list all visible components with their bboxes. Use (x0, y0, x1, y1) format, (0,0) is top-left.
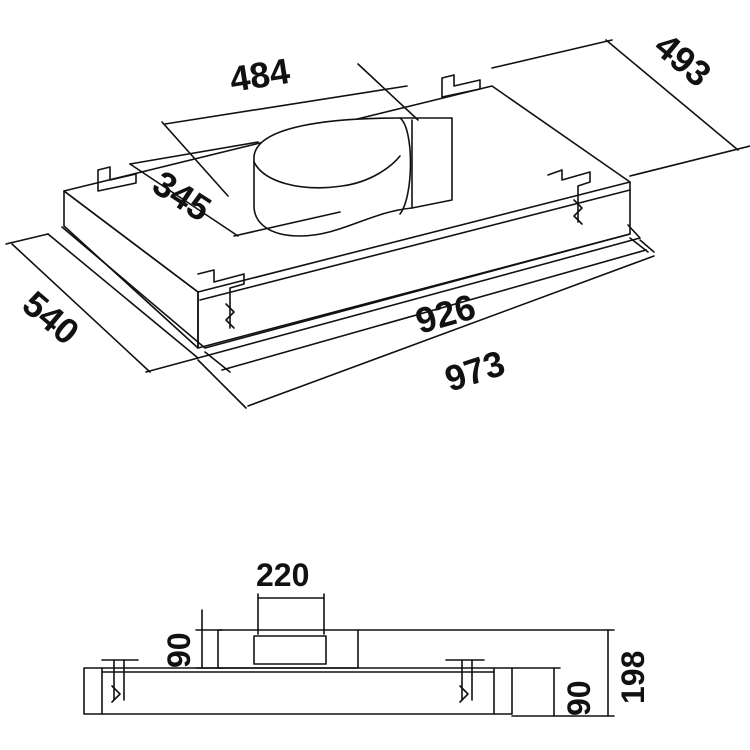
label-540: 540 (15, 283, 87, 353)
label-493: 493 (647, 25, 719, 95)
dim-973-extension-left (197, 359, 247, 409)
dim-345-line (129, 163, 239, 237)
body-top-inner-edge (199, 189, 631, 301)
side-view (83, 593, 615, 717)
duct-outlet (253, 117, 453, 237)
dim-345-extension-bottom (233, 211, 341, 237)
dim-493-line (605, 39, 739, 151)
label-220: 220 (256, 557, 309, 593)
dim-484-extension-right (357, 63, 419, 121)
side-bracket-left (101, 659, 139, 703)
dim-973-extension-right (639, 239, 655, 253)
label-484: 484 (227, 50, 293, 100)
dim-926-line (221, 249, 647, 371)
side-bracket-right (445, 659, 485, 703)
side-body (83, 667, 513, 715)
dim-540-extension-front (145, 357, 199, 373)
bracket-front-left (197, 269, 245, 329)
isometric-view (5, 39, 750, 409)
dim-484-extension-left (161, 121, 229, 197)
label-90-body: 90 (561, 680, 597, 716)
bracket-right (547, 169, 591, 225)
side-duct-opening (253, 635, 327, 665)
dim-493-extension-bottom (629, 145, 750, 177)
dim-973-line (247, 255, 655, 407)
side-duct-box (217, 629, 359, 669)
bracket-back-left (97, 166, 137, 192)
dim-540-extension-back (5, 233, 49, 245)
dim-484-line (164, 85, 408, 125)
label-926: 926 (411, 286, 480, 342)
base-flange-inner (61, 226, 631, 349)
base-flange (47, 224, 641, 359)
label-90-duct: 90 (161, 632, 197, 668)
label-198: 198 (615, 651, 651, 704)
bracket-back-right (441, 74, 481, 98)
dim-345-extension (129, 141, 259, 165)
dim-540-line (11, 243, 151, 373)
dim-493-extension-top (491, 39, 613, 69)
label-973: 973 (440, 342, 510, 400)
